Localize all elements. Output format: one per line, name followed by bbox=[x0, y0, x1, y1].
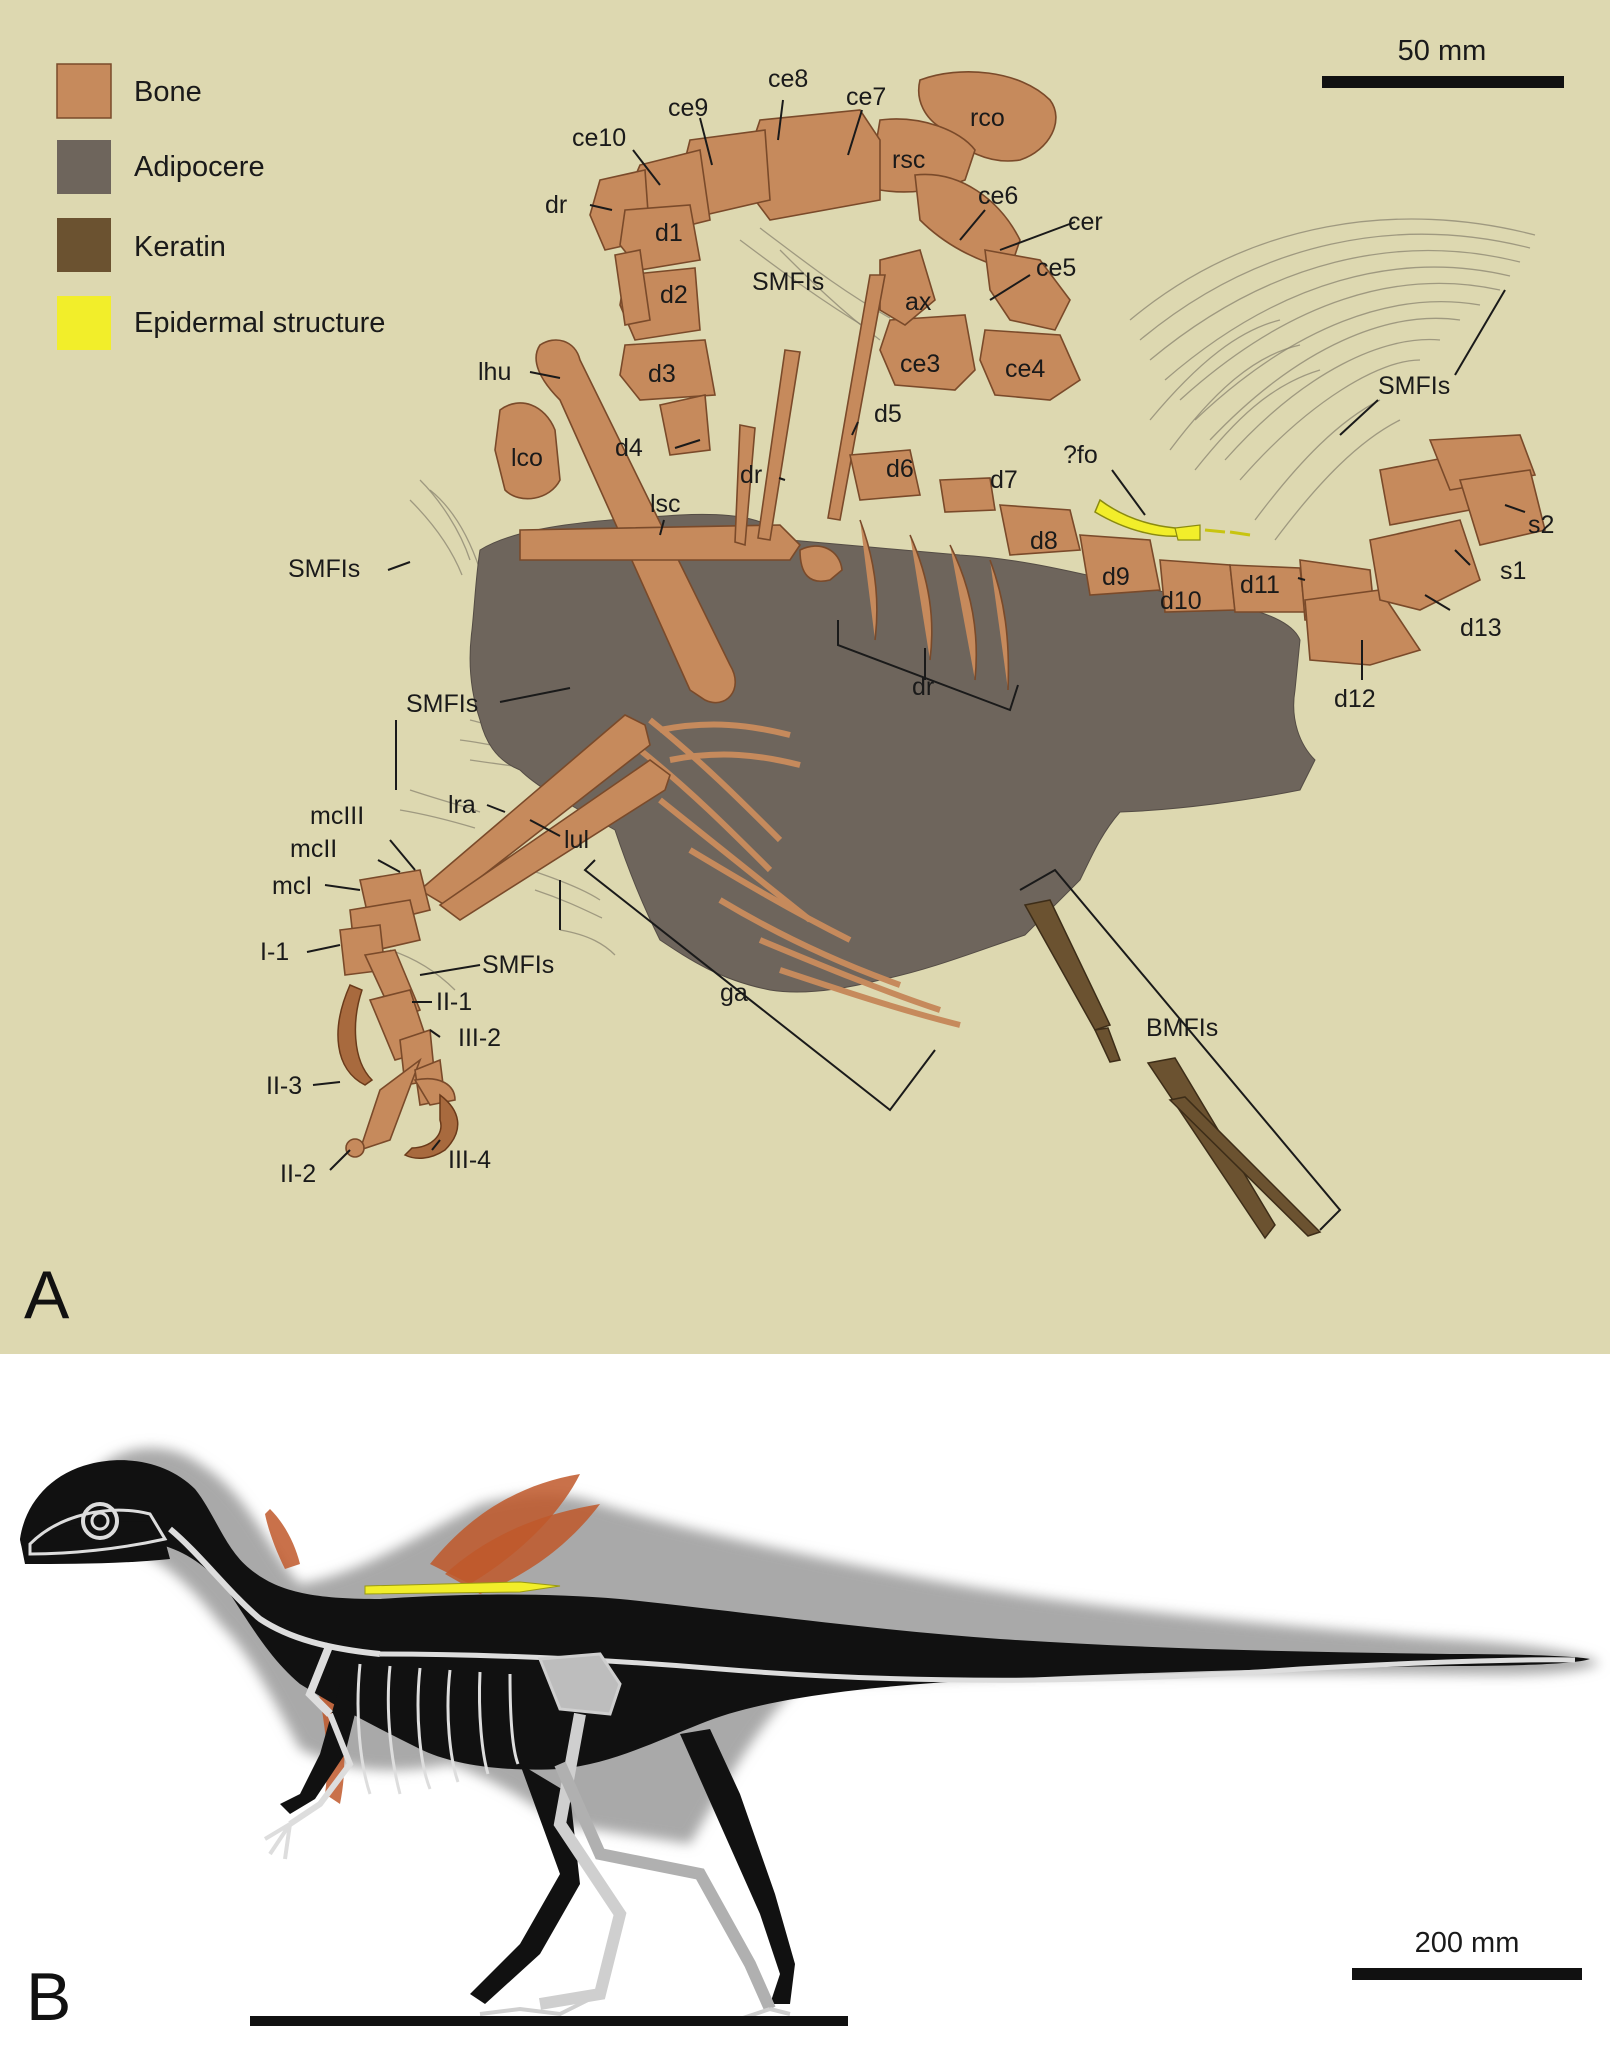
legend-swatch-keratin bbox=[57, 218, 111, 272]
label-ga: ga bbox=[720, 979, 748, 1007]
label-III-4: III-4 bbox=[448, 1146, 491, 1174]
label-dr-bracket: dr bbox=[912, 673, 934, 701]
skeleton-overlay bbox=[28, 1502, 1576, 2021]
legend-label-epidermal: Epidermal structure bbox=[134, 307, 385, 339]
anatomical-labels: ce8 ce9 ce7 ce10 rco rsc dr d1 ce6 cer S… bbox=[260, 65, 1554, 1188]
scale-bar-label-a: 50 mm bbox=[1398, 35, 1487, 67]
panel-a-specimen-drawing: Bone Adipocere Keratin Epidermal structu… bbox=[0, 0, 1610, 1354]
label-II-1: II-1 bbox=[436, 988, 472, 1016]
label-smfis-left: SMFIs bbox=[288, 555, 360, 583]
panel-letter-a: A bbox=[24, 1257, 70, 1333]
label-ce10: ce10 bbox=[572, 124, 626, 152]
label-cer: cer bbox=[1068, 208, 1103, 236]
specimen-drawing: Bone Adipocere Keratin Epidermal structu… bbox=[0, 0, 1610, 1354]
scale-bar-a bbox=[1322, 76, 1564, 88]
label-II-2: II-2 bbox=[280, 1160, 316, 1188]
ground-line bbox=[250, 2016, 848, 2026]
label-d10: d10 bbox=[1160, 587, 1202, 615]
label-d9: d9 bbox=[1102, 563, 1130, 591]
label-smfis-mid: SMFIs bbox=[752, 268, 824, 296]
label-bmfis: BMFIs bbox=[1146, 1014, 1218, 1042]
panel-letter-b: B bbox=[26, 1959, 71, 2035]
label-d8: d8 bbox=[1030, 527, 1058, 555]
epidermal-structure bbox=[1094, 498, 1251, 541]
label-mcI: mcI bbox=[272, 872, 312, 900]
label-d13: d13 bbox=[1460, 614, 1502, 642]
label-III-2: III-2 bbox=[458, 1024, 501, 1052]
label-d7: d7 bbox=[990, 466, 1018, 494]
label-ax: ax bbox=[905, 288, 932, 316]
smfis-filaments bbox=[389, 218, 1536, 991]
label-d3: d3 bbox=[648, 360, 676, 388]
label-d12: d12 bbox=[1334, 685, 1376, 713]
label-s2: s2 bbox=[1528, 511, 1554, 539]
label-smfis-lower: SMFIs bbox=[406, 690, 478, 718]
label-dr-top: dr bbox=[545, 191, 567, 219]
label-fo: ?fo bbox=[1063, 441, 1098, 469]
label-I-1: I-1 bbox=[260, 938, 289, 966]
label-ce5: ce5 bbox=[1036, 254, 1076, 282]
label-d11: d11 bbox=[1240, 571, 1280, 599]
label-smfis-hand: SMFIs bbox=[482, 951, 554, 979]
label-ce4: ce4 bbox=[1005, 355, 1045, 383]
label-rsc: rsc bbox=[892, 146, 925, 174]
label-smfis-right: SMFIs bbox=[1378, 372, 1450, 400]
label-lul: lul bbox=[564, 826, 589, 854]
bmfis-keratin bbox=[1023, 899, 1322, 1240]
scale-bar-label-b: 200 mm bbox=[1415, 1927, 1520, 1959]
label-d1: d1 bbox=[655, 219, 683, 247]
legend-swatch-bone bbox=[56, 63, 112, 119]
reconstruction-drawing: 200 mm B bbox=[20, 1448, 1600, 2035]
legend: Bone Adipocere Keratin Epidermal structu… bbox=[56, 63, 385, 350]
label-s1: s1 bbox=[1500, 557, 1526, 585]
label-d6: d6 bbox=[886, 455, 914, 483]
legend-label-adipocere: Adipocere bbox=[134, 151, 265, 183]
panel-b-skeletal-reconstruction: 200 mm B bbox=[0, 1354, 1610, 2048]
label-ce8: ce8 bbox=[768, 65, 808, 93]
epidermal-structure-reconstruction bbox=[364, 1581, 561, 1595]
label-lhu: lhu bbox=[478, 358, 511, 386]
legend-label-bone: Bone bbox=[134, 76, 202, 108]
label-dr-mid: dr bbox=[740, 461, 762, 489]
label-lco: lco bbox=[511, 444, 543, 472]
legend-swatch-adipocere bbox=[57, 140, 111, 194]
label-lra: lra bbox=[448, 791, 476, 819]
label-rco: rco bbox=[970, 104, 1005, 132]
label-mcIII: mcIII bbox=[310, 802, 364, 830]
label-d2: d2 bbox=[660, 281, 688, 309]
label-d4: d4 bbox=[615, 434, 643, 462]
legend-label-keratin: Keratin bbox=[134, 231, 226, 263]
legend-swatch-epidermal bbox=[57, 296, 111, 350]
label-ce3: ce3 bbox=[900, 350, 940, 378]
label-d5: d5 bbox=[874, 400, 902, 428]
leader-lines bbox=[306, 99, 1526, 1231]
label-ce9: ce9 bbox=[668, 94, 708, 122]
bones bbox=[337, 71, 1546, 1160]
label-ce6: ce6 bbox=[978, 182, 1018, 210]
label-lsc: lsc bbox=[650, 490, 681, 518]
label-mcII: mcII bbox=[290, 835, 337, 863]
scale-bar-b bbox=[1352, 1968, 1582, 1980]
label-ce7: ce7 bbox=[846, 83, 886, 111]
label-II-3: II-3 bbox=[266, 1072, 302, 1100]
